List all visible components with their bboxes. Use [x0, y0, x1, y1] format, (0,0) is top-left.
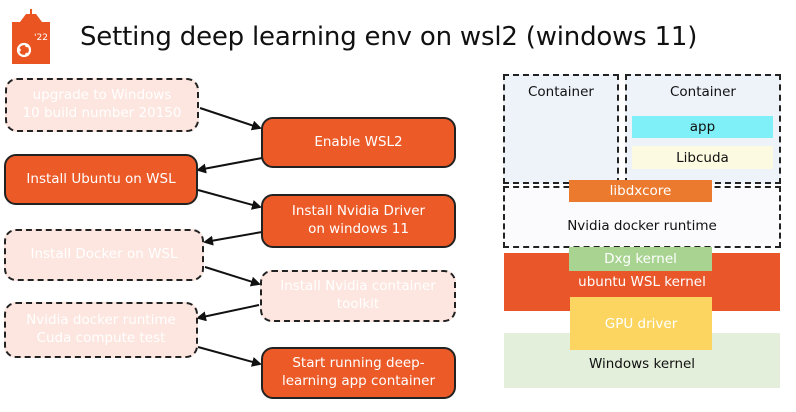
container-left: Container: [503, 74, 619, 184]
step-install-ubuntu: Install Ubuntu on WSL: [4, 154, 198, 205]
svg-text:'22: '22: [34, 33, 48, 43]
page-title: Setting deep learning env on wsl2 (windo…: [80, 22, 698, 52]
arrow-docker-to-toolkit: [204, 266, 261, 287]
arrow-test-to-start: [197, 346, 262, 367]
ubuntu-22-logo: '22: [12, 9, 50, 64]
arrow-wsl2-to-ubuntu: [196, 157, 263, 174]
step-install-nvidia-driver: Install Nvidia Driver on windows 11: [261, 194, 456, 248]
step-start-app-container: Start running deep- learning app contain…: [261, 347, 456, 399]
windows-kernel-label: Windows kernel: [588, 356, 696, 372]
container-right-label: Container: [670, 84, 736, 100]
container-left-label: Container: [528, 84, 594, 100]
libdxcore-layer: libdxcore: [569, 180, 712, 202]
app-layer: app: [632, 116, 773, 138]
dxg-kernel-layer: Dxg kernel: [569, 247, 712, 271]
arrow-ubuntu-to-driver: [197, 189, 262, 210]
step-upgrade-windows: upgrade to Windows 10 build number 20150: [5, 78, 199, 132]
step-install-container-toolkit: Install Nvidia container toolkit: [260, 270, 456, 322]
libcuda-layer: Libcuda: [632, 146, 773, 169]
gpu-driver-layer: GPU driver: [570, 297, 712, 350]
step-enable-wsl2: Enable WSL2: [261, 117, 456, 168]
arrow-driver-to-docker: [203, 231, 263, 246]
arrow-toolkit-to-test: [196, 304, 260, 322]
step-docker-runtime-test: Nvidia docker runtime Cuda compute test: [4, 302, 198, 358]
step-install-docker: Install Docker on WSL: [4, 229, 204, 281]
arrow-upgrade-to-wsl2: [199, 107, 262, 131]
